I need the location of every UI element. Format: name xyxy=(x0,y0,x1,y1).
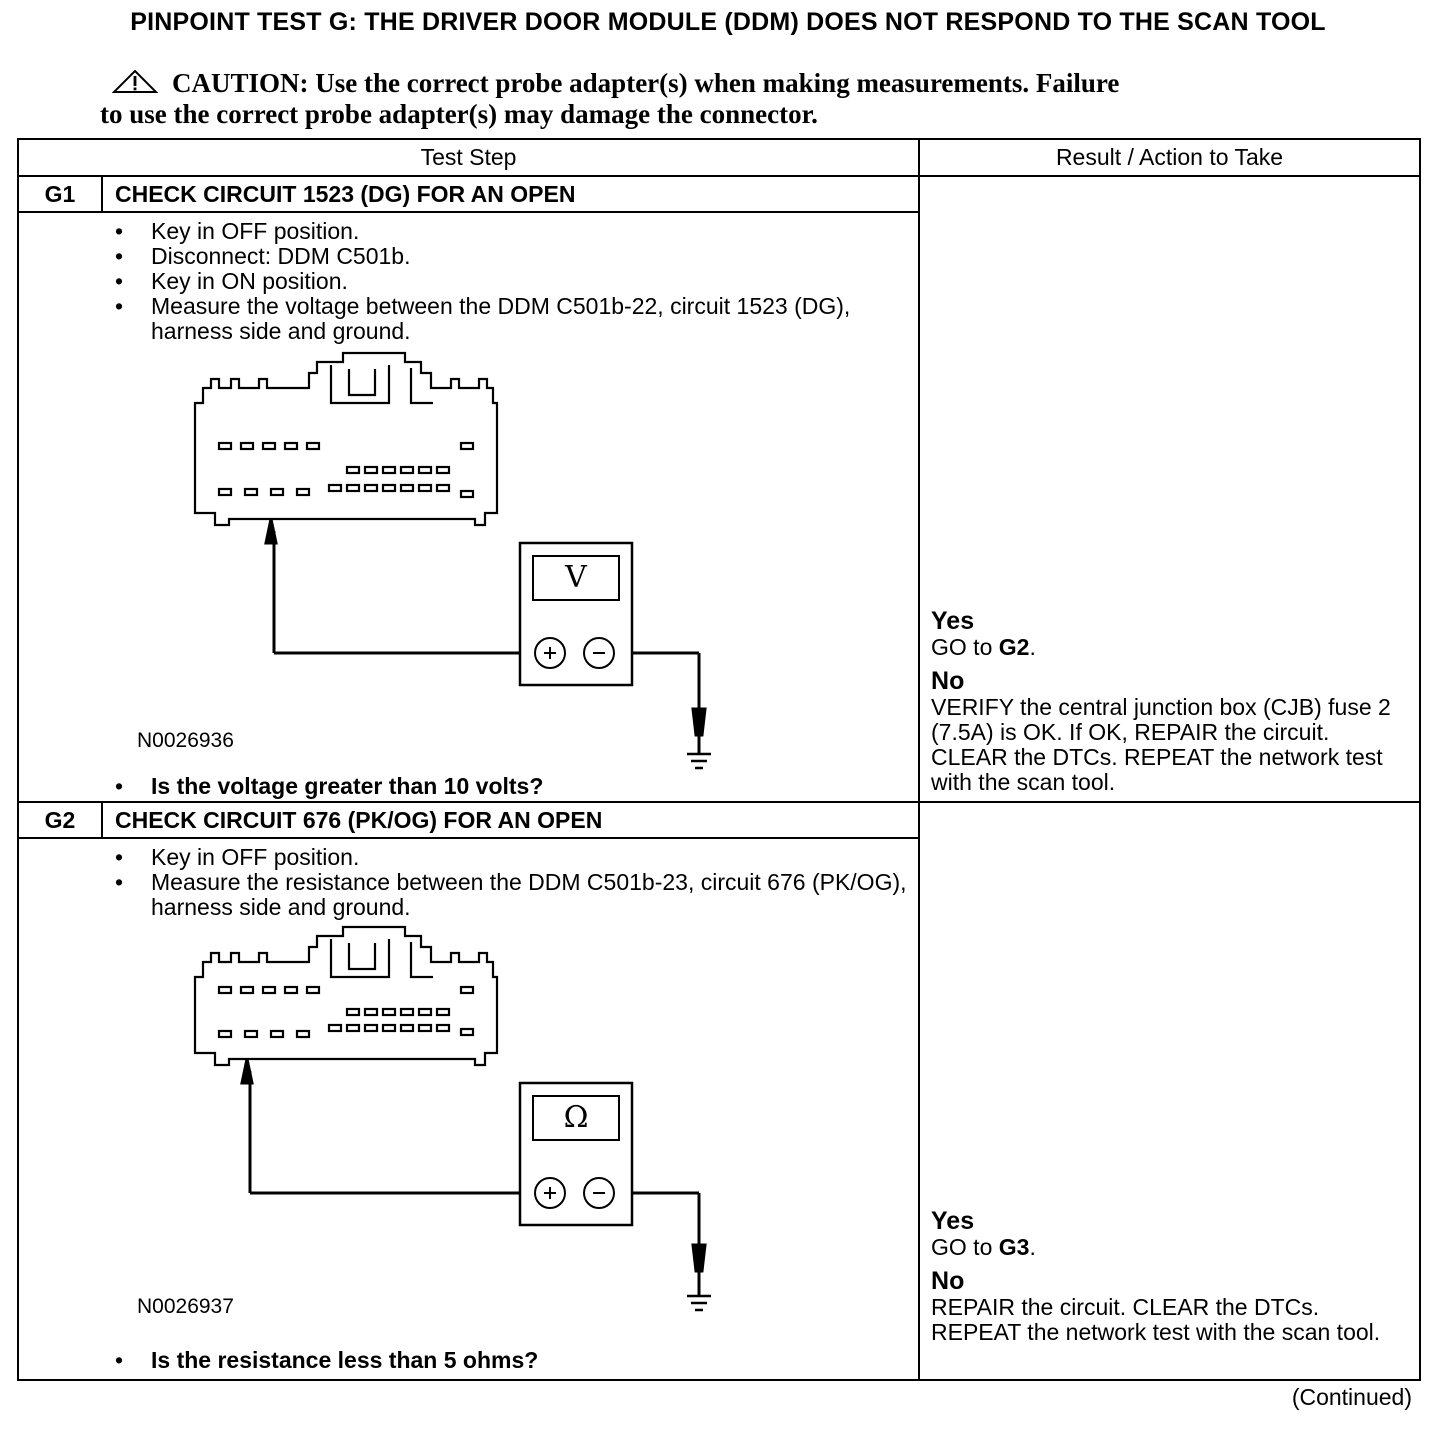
header-result: Result / Action to Take xyxy=(918,138,1422,177)
step-g1-result: Yes GO to G2. No VERIFY the central junc… xyxy=(918,175,1422,803)
yes-suffix: . xyxy=(1029,634,1036,660)
step-g2-heading-row: G2 CHECK CIRCUIT 676 (PK/OG) FOR AN OPEN… xyxy=(17,801,1422,1381)
list-item: Disconnect: DDM C501b. xyxy=(115,244,918,270)
figure-id: N0026937 xyxy=(137,1295,234,1318)
caution-note: CAUTION: Use the correct probe adapter(s… xyxy=(100,68,1350,130)
warning-triangle-icon xyxy=(112,70,158,93)
ohmmeter-icon xyxy=(518,1081,634,1227)
table-header-row: Test Step Result / Action to Take xyxy=(16,138,1422,177)
result-block: Yes GO to G2. No VERIFY the central junc… xyxy=(931,607,1401,795)
yes-label: Yes xyxy=(931,1207,975,1235)
step-g1-body-row: Key in OFF position. Disconnect: DDM C50… xyxy=(16,211,1420,803)
yes-target: G3 xyxy=(998,1234,1030,1260)
resistance-measurement-diagram xyxy=(193,925,711,1312)
no-action: REPAIR the circuit. CLEAR the DTCs. REPE… xyxy=(931,1294,1381,1345)
pinpoint-test-table: Test Step Result / Action to Take G1 CHE… xyxy=(16,138,1422,1381)
voltmeter-icon xyxy=(518,541,634,687)
figure-id: N0026936 xyxy=(137,729,234,752)
step-id: G2 xyxy=(17,801,103,839)
step-instructions: Key in OFF position. Measure the resista… xyxy=(19,845,918,920)
list-item: Key in ON position. xyxy=(115,269,918,295)
continued-note: (Continued) xyxy=(1291,1384,1412,1410)
connector-c501b-icon xyxy=(193,925,499,1067)
step-g1-heading-row: G1 CHECK CIRCUIT 1523 (DG) FOR AN OPEN Y… xyxy=(17,175,1422,803)
meter-display-symbol: V xyxy=(565,560,587,595)
probe-lead xyxy=(240,1058,711,1312)
connector-c501b-icon xyxy=(193,351,499,527)
no-label: No xyxy=(931,1267,965,1295)
step-instructions: Key in OFF position. Disconnect: DDM C50… xyxy=(19,219,918,344)
step-question: Is the voltage greater than 10 volts? xyxy=(115,773,543,800)
step-heading: CHECK CIRCUIT 676 (PK/OG) FOR AN OPEN xyxy=(100,801,921,839)
header-test-step: Test Step xyxy=(16,138,921,177)
probe-lead xyxy=(264,518,711,770)
step-id: G1 xyxy=(17,175,103,213)
yes-target: G2 xyxy=(998,634,1030,660)
voltage-measurement-diagram xyxy=(193,351,711,770)
no-action: VERIFY the central junction box (CJB) fu… xyxy=(931,694,1391,795)
list-item: Measure the voltage between the DDM C501… xyxy=(115,294,918,344)
step-g1-body: Key in OFF position. Disconnect: DDM C50… xyxy=(16,211,921,803)
meter-display-symbol: Ω xyxy=(563,1100,589,1135)
yes-action: GO to G2. xyxy=(931,635,1401,660)
step-g2-body: Key in OFF position. Measure the resista… xyxy=(16,837,921,1381)
result-block: Yes GO to G3. No REPAIR the circuit. CLE… xyxy=(931,1207,1401,1345)
yes-label: Yes xyxy=(931,607,975,635)
step-g2-result: Yes GO to G3. No REPAIR the circuit. CLE… xyxy=(918,801,1422,1381)
caution-line-2: to use the correct probe adapter(s) may … xyxy=(100,99,818,129)
list-item: Key in OFF position. xyxy=(115,845,918,871)
no-label: No xyxy=(931,667,965,695)
yes-action: GO to G3. xyxy=(931,1235,1401,1260)
list-item: Key in OFF position. xyxy=(115,219,918,245)
step-question: Is the resistance less than 5 ohms? xyxy=(115,1347,538,1374)
yes-prefix: GO to xyxy=(931,634,999,660)
yes-suffix: . xyxy=(1029,1234,1036,1260)
yes-prefix: GO to xyxy=(931,1234,999,1260)
page-title: PINPOINT TEST G: THE DRIVER DOOR MODULE … xyxy=(130,8,1326,36)
step-heading: CHECK CIRCUIT 1523 (DG) FOR AN OPEN xyxy=(100,175,921,213)
caution-line-1: CAUTION: Use the correct probe adapter(s… xyxy=(172,68,1120,98)
step-g2-body-row: Key in OFF position. Measure the resista… xyxy=(16,837,1420,1381)
list-item: Measure the resistance between the DDM C… xyxy=(115,870,918,920)
